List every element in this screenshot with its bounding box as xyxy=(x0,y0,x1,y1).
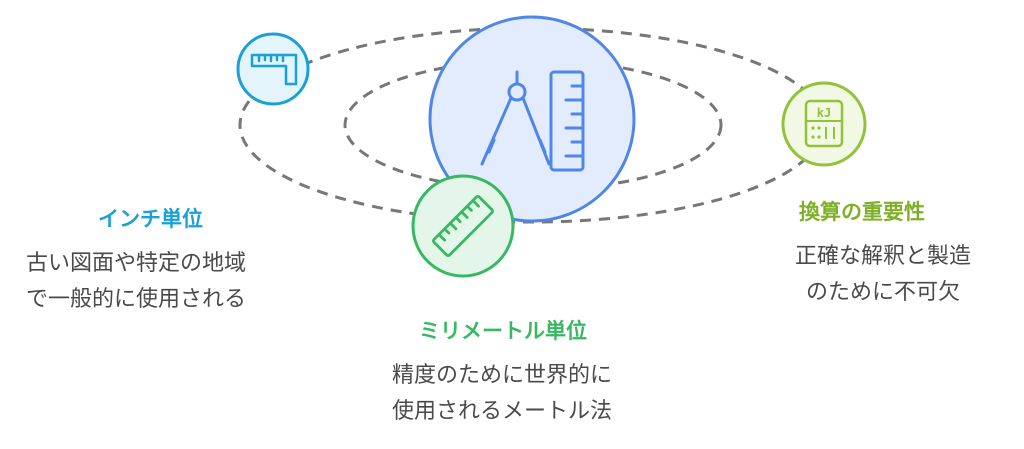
conversion-node: kJ xyxy=(781,81,867,167)
ruler-icon xyxy=(432,195,494,257)
inch-node xyxy=(236,32,310,106)
mm-desc-line1: 精度のために世界的に xyxy=(392,363,613,388)
kj-calculator-icon: kJ xyxy=(804,99,844,148)
center-node xyxy=(428,15,636,223)
mm-description: 精度のために世界的に 使用されるメートル法 xyxy=(392,358,612,430)
conversion-desc-line1: 正確な解釈と製造 xyxy=(794,244,971,269)
mm-title: ミリメートル単位 xyxy=(419,319,587,343)
ruler-square-icon xyxy=(250,53,298,86)
inch-desc-line1: 古い図面や特定の地域 xyxy=(26,251,247,276)
inch-desc-line2: で一般的に使用される xyxy=(26,287,247,312)
inch-title: インチ単位 xyxy=(98,207,203,231)
conversion-desc-line2: のために不可欠 xyxy=(805,280,960,305)
kj-icon-text: kJ xyxy=(817,106,831,120)
mm-node xyxy=(411,174,515,278)
inch-description: 古い図面や特定の地域 で一般的に使用される xyxy=(26,246,246,318)
conversion-description: 正確な解釈と製造 のために不可欠 xyxy=(770,239,996,311)
conversion-title: 換算の重要性 xyxy=(799,200,925,224)
mm-desc-line2: 使用されるメートル法 xyxy=(392,399,613,424)
compass-ruler-icon xyxy=(480,70,585,172)
